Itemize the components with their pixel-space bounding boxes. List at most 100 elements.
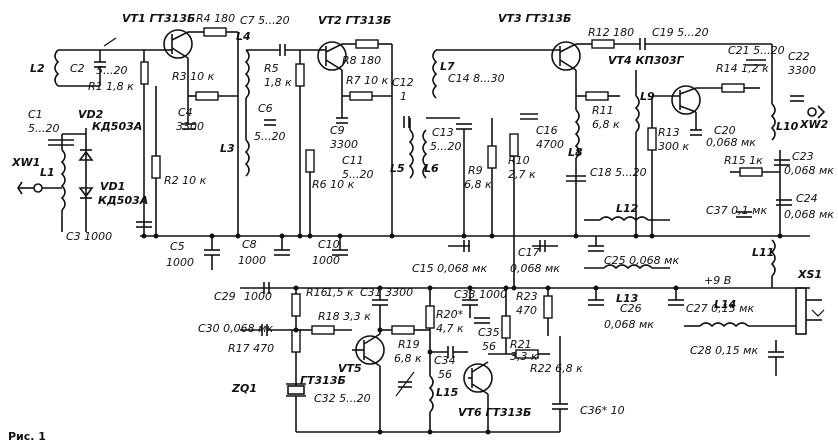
label-c11v: 5...20 [342,168,374,181]
label-c26: C26 [620,302,642,315]
label-r10: R10 [508,154,530,167]
label-c26v: 0,068 мк [604,318,654,331]
label-vd2t: КД503А [92,120,142,133]
label-c1v: 5...20 [28,122,60,135]
label-vt6: VT6 ГТ313Б [458,406,531,419]
label-c33: C33 1000 [454,288,507,301]
label-c8: C8 [242,238,257,251]
label-c25: C25 0,068 мк [604,254,679,267]
label-r1: R1 1,8 к [88,80,134,93]
label-l1: L1 [40,166,55,179]
interstage-filter [403,49,538,288]
label-c27: C27 0,15 мк [686,302,754,315]
label-c12: C12 [392,76,414,89]
label-c14: C14 8...30 [448,72,505,85]
label-c7: C7 5...20 [240,14,290,27]
label-r9: R9 [468,164,483,177]
label-xw2: XW2 [799,118,829,131]
label-c34v: 56 [438,368,452,381]
junction-dots [141,233,783,435]
label-c29v: 1000 [244,290,272,303]
label-r19v: 6,8 к [394,352,422,365]
label-vd1: VD1 [100,180,125,193]
label-c15: C15 0,068 мк [412,262,487,275]
label-c37: C37 0,1 мк [706,204,767,217]
label-r3: R3 10 к [172,70,215,83]
label-vt5t: ГТ313Б [300,374,346,387]
label-r20v: 4,7 к [436,322,464,335]
label-r19: R19 [398,338,420,351]
label-vd2: VD2 [78,108,104,121]
label-r15: R15 1к [724,154,763,167]
label-c17v: 0,068 мк [510,262,560,275]
label-l7: L7 [440,60,455,73]
label-r13v: 300 к [658,140,689,153]
label-c6: C6 [258,102,273,115]
label-c5: C5 [170,240,185,253]
figure-caption: Рис. 1 [8,430,46,443]
label-r7: R7 10 к [346,74,389,87]
label-c1: C1 [28,108,43,121]
label-r4: R4 180 [196,12,235,25]
third-stage [520,38,700,236]
label-c36: C36* 10 [580,404,625,417]
label-c30: C30 0,068 мк [198,322,273,335]
label-zq1: ZQ1 [231,382,257,395]
label-r18: R18 3,3 к [318,310,371,323]
label-c24v: 0,068 мк [784,208,834,221]
label-r21v: 3,3 к [510,350,538,363]
power-filter [448,216,796,376]
label-c2v: 5...20 [96,64,128,77]
label-vt2: VT2 ГТ313Б [318,14,391,27]
label-c5v: 1000 [166,256,194,269]
label-c6v: 5...20 [254,130,286,143]
label-c11: C11 [342,154,364,167]
label-r22: R22 6,8 к [530,362,583,375]
label-l10: L10 [776,120,799,133]
label-c34: C34 [434,354,456,367]
label-c22: C22 [788,50,810,63]
label-l11: L11 [752,246,774,259]
label-r16: R16 [306,286,328,299]
label-c23: C23 [792,150,814,163]
label-vd1t: КД503А [98,194,148,207]
label-r11: R11 [592,104,614,117]
label-r2: R2 10 к [164,174,207,187]
label-c9v: 3300 [330,138,358,151]
label-c19: C19 5...20 [652,26,709,39]
label-c24: C24 [796,192,818,205]
label-xs1: XS1 [797,268,822,281]
label-c2: C2 [70,62,85,75]
label-c10: C10 [318,238,340,251]
label-r13: R13 [658,126,680,139]
label-l12: L12 [616,202,639,215]
label-l4: L4 [236,30,251,43]
label-c16v: 4700 [536,138,564,151]
label-r10v: 2,7 к [508,168,536,181]
label-c21: C21 5...20 [728,44,785,57]
label-c23v: 0,068 мк [784,164,834,177]
label-l6: L6 [424,162,439,175]
label-r17: R17 470 [228,342,274,355]
label-c28: C28 0,15 мк [690,344,758,357]
local-oscillator [240,282,568,432]
label-l9: L9 [640,90,655,103]
label-xw1: XW1 [11,156,40,169]
label-l3: L3 [220,142,235,155]
label-r16v: 1,5 к [326,286,354,299]
label-r11v: 6,8 к [592,118,620,131]
label-vt1: VT1 ГТ313Б [122,12,195,25]
input-stage [17,27,239,270]
label-vt3: VT3 ГТ313Б [498,12,571,25]
label-c13v: 5...20 [430,140,462,153]
output-stage [634,43,826,335]
label-c4v: 3300 [176,120,204,133]
label-r5v: 1,8 к [264,76,292,89]
label-c9: C9 [330,124,345,137]
label-l13: L13 [616,292,639,305]
label-c18: C18 5...20 [590,166,647,179]
label-r21: R21 [510,338,532,351]
